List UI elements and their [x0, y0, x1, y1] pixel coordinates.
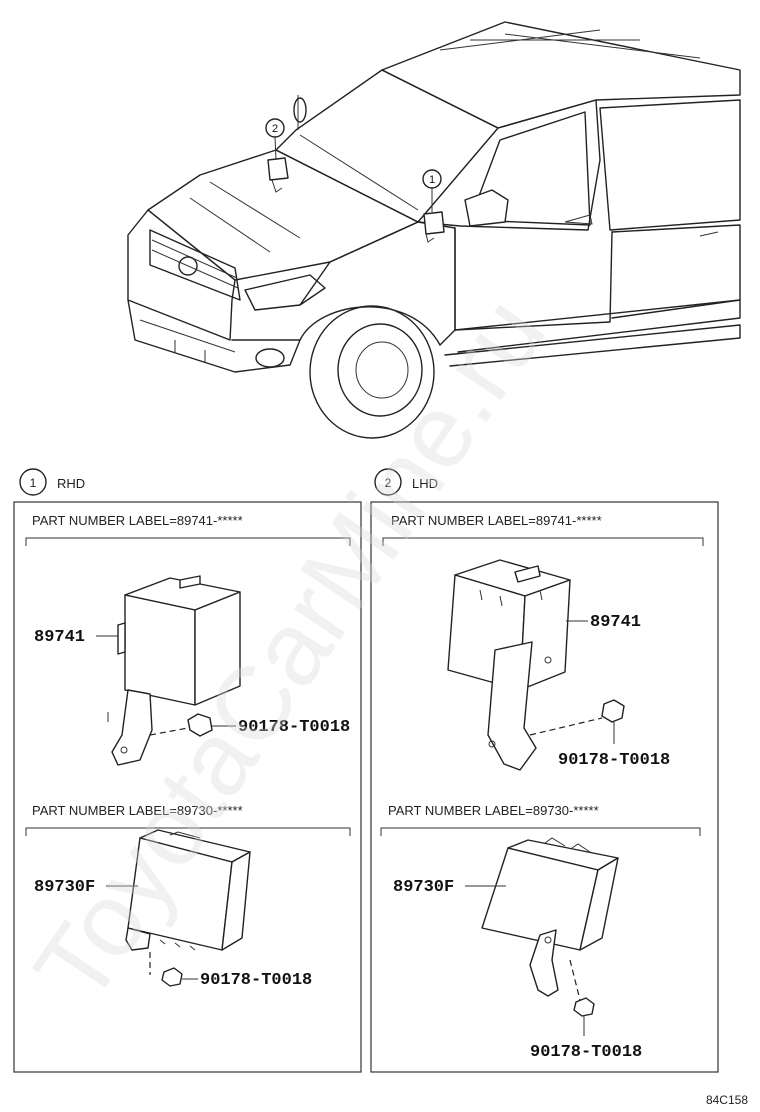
- panel-1-label-b: PART NUMBER LABEL=89730-*****: [32, 803, 243, 818]
- vehicle-callout-1: 1: [429, 174, 435, 186]
- vehicle-illustration: 2 1: [127, 21, 741, 439]
- panel-2-part-top: 89741: [590, 613, 641, 632]
- panel-1-module-89741: [107, 575, 241, 766]
- panel-2-bolt-top-label: 90178-T0018: [558, 751, 670, 770]
- panel-1-bolt-top-label: 90178-T0018: [238, 718, 350, 737]
- panel-2-part-bottom: 89730F: [393, 878, 454, 897]
- panel-2-side-label: LHD: [412, 476, 438, 491]
- panel-2-bolt-top-nut: [601, 699, 625, 723]
- panel-2-label-b: PART NUMBER LABEL=89730-*****: [388, 803, 599, 818]
- panel-1-part-bottom: 89730F: [34, 878, 95, 897]
- panel-2-label-a: PART NUMBER LABEL=89741-*****: [391, 513, 602, 528]
- panel-2-frame: [370, 501, 719, 1073]
- panel-2-module-89741: [447, 559, 571, 771]
- panel-1-side-label: RHD: [57, 476, 85, 491]
- panel-1-bolt-bottom-nut: [161, 967, 183, 987]
- figure-code: 84C158: [706, 1093, 748, 1107]
- panel-1-content: PART NUMBER LABEL=89741-***** 89741 9017…: [25, 513, 351, 990]
- panel-1-frame: [13, 501, 362, 1073]
- panel-1-bolt-top-nut: [187, 713, 213, 737]
- panel-1-number: 1: [30, 476, 37, 490]
- panel-2-bolt-bottom-nut: [573, 997, 595, 1017]
- panel-2-bolt-bottom-label: 90178-T0018: [530, 1043, 642, 1062]
- panel-1-part-top: 89741: [34, 628, 85, 647]
- panel-1-bolt-bottom-label: 90178-T0018: [200, 971, 312, 990]
- panel-1-header: 1 RHD: [19, 468, 85, 496]
- panel-2-header: 2 LHD: [374, 468, 438, 496]
- panel-1-module-89730f: [125, 829, 251, 951]
- panel-1-label-a: PART NUMBER LABEL=89741-*****: [32, 513, 243, 528]
- panel-2-module-89730f: [481, 837, 619, 997]
- panel-2-number: 2: [385, 476, 392, 490]
- panel-2-content: PART NUMBER LABEL=89741-***** 89741 9017…: [380, 513, 704, 1062]
- vehicle-callout-2: 2: [272, 123, 278, 135]
